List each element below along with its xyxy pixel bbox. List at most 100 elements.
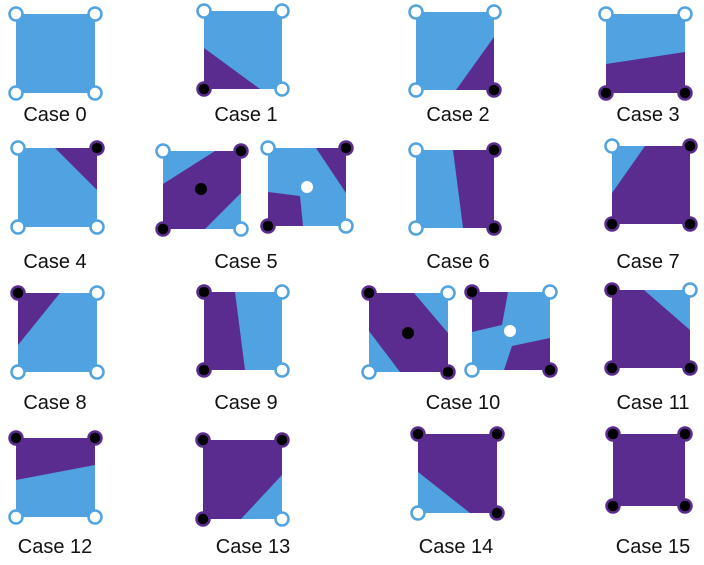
case-7-label: Case 7 xyxy=(616,251,679,273)
corner-bottom-left xyxy=(10,364,26,380)
case-10-square-alt xyxy=(464,284,558,378)
case-12-square xyxy=(8,430,103,525)
corner-top-right xyxy=(440,285,456,301)
corner-top-right xyxy=(274,3,290,19)
corner-top-left xyxy=(260,140,276,156)
case-2-square xyxy=(408,4,502,98)
corner-bottom-right xyxy=(87,85,103,101)
corner-top-right xyxy=(87,6,103,22)
light-region xyxy=(369,331,400,372)
light-region xyxy=(241,475,282,519)
case-7-square xyxy=(604,138,698,232)
case-13-square xyxy=(195,432,290,527)
corner-bottom-right xyxy=(87,509,103,525)
case-0-label: Case 0 xyxy=(23,104,86,126)
dark-region xyxy=(453,150,494,228)
corner-top-left xyxy=(605,426,621,442)
case-4-square xyxy=(10,140,105,235)
case-0-square xyxy=(8,6,103,101)
corner-bottom-left xyxy=(195,511,211,527)
case-11-square xyxy=(604,282,698,376)
corner-bottom-right xyxy=(542,362,558,378)
corner-top-left xyxy=(410,426,426,442)
case-14-label: Case 14 xyxy=(419,536,494,558)
corner-top-left xyxy=(604,282,620,298)
corner-bottom-right xyxy=(338,218,354,234)
corner-bottom-left xyxy=(410,505,426,521)
corner-bottom-left xyxy=(361,364,377,380)
corner-bottom-left xyxy=(598,85,614,101)
corner-bottom-right xyxy=(274,511,290,527)
case-3-square xyxy=(598,6,693,101)
corner-top-right xyxy=(89,140,105,156)
case-8-square xyxy=(10,285,105,380)
case-12-label: Case 12 xyxy=(18,536,93,558)
center-dot-white xyxy=(301,181,313,193)
corner-bottom-right xyxy=(489,505,505,521)
corner-top-left xyxy=(8,430,24,446)
case-13-label: Case 13 xyxy=(216,536,291,558)
light-region xyxy=(205,193,241,229)
corner-top-right xyxy=(682,282,698,298)
corner-bottom-left xyxy=(196,362,212,378)
case-15-label: Case 15 xyxy=(616,536,691,558)
case-6-square xyxy=(408,142,502,236)
case-14-square xyxy=(410,426,505,521)
case-3-label: Case 3 xyxy=(616,104,679,126)
corner-top-right xyxy=(489,426,505,442)
dark-region xyxy=(456,37,494,90)
corner-bottom-right xyxy=(682,216,698,232)
corner-top-left xyxy=(408,4,424,20)
corner-top-right xyxy=(542,284,558,300)
center-dot-black xyxy=(402,327,414,339)
center-dot-white xyxy=(504,325,516,337)
corner-top-right xyxy=(486,4,502,20)
corner-bottom-left xyxy=(604,360,620,376)
corner-bottom-right xyxy=(274,362,290,378)
case-2-label: Case 2 xyxy=(426,104,489,126)
corner-top-left xyxy=(361,285,377,301)
case-9-label: Case 9 xyxy=(214,392,277,414)
case-5-square-alt xyxy=(260,140,354,234)
light-region xyxy=(414,293,448,333)
center-dot-black xyxy=(195,183,207,195)
corner-top-left xyxy=(196,284,212,300)
corner-top-right xyxy=(677,6,693,22)
corner-top-left xyxy=(196,3,212,19)
corner-top-right xyxy=(274,432,290,448)
corner-bottom-right xyxy=(677,85,693,101)
corner-bottom-right xyxy=(89,364,105,380)
light-region xyxy=(163,151,215,184)
corner-bottom-right xyxy=(486,220,502,236)
dark-region xyxy=(472,292,508,332)
corner-top-left xyxy=(195,432,211,448)
corner-top-right xyxy=(233,143,249,159)
case-8-label: Case 8 xyxy=(23,392,86,414)
dark-region xyxy=(316,148,346,193)
corner-top-right xyxy=(682,138,698,154)
dark-region xyxy=(612,146,690,224)
corner-bottom-right xyxy=(682,360,698,376)
corner-bottom-left xyxy=(464,362,480,378)
dark-region xyxy=(504,338,550,370)
dark-region xyxy=(613,434,685,506)
corner-top-right xyxy=(486,142,502,158)
corner-bottom-left xyxy=(605,498,621,514)
corner-bottom-left xyxy=(10,219,26,235)
corner-top-left xyxy=(10,140,26,156)
corner-top-left xyxy=(408,142,424,158)
dark-region xyxy=(18,293,60,345)
case-1-square xyxy=(196,3,290,97)
corner-bottom-right xyxy=(89,219,105,235)
corner-top-left xyxy=(598,6,614,22)
corner-bottom-left xyxy=(155,221,171,237)
corner-bottom-left xyxy=(408,82,424,98)
corner-bottom-left xyxy=(604,216,620,232)
corner-bottom-right xyxy=(440,364,456,380)
light-region xyxy=(612,146,645,193)
corner-bottom-left xyxy=(8,509,24,525)
corner-top-left xyxy=(464,284,480,300)
corner-top-right xyxy=(87,430,103,446)
dark-region xyxy=(606,52,685,93)
